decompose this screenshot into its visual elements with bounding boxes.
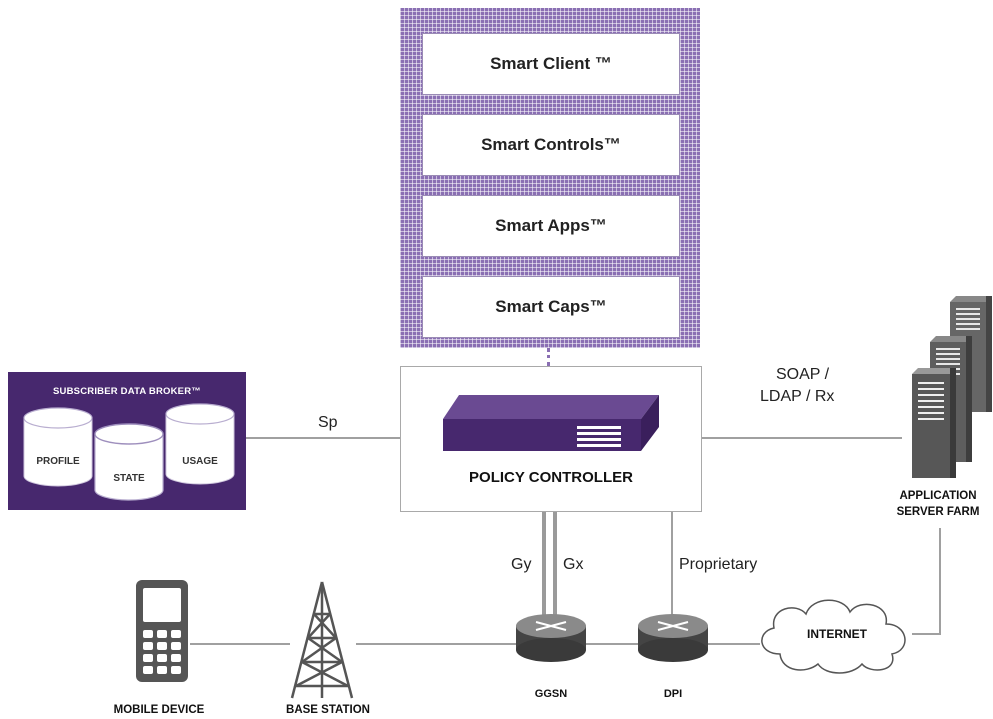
subscriber-data-broker: SUBSCRIBER DATA BROKER™ PROFILE STATE US… — [8, 372, 246, 510]
base-station-tower-icon — [290, 581, 354, 699]
internet-label: INTERNET — [807, 627, 867, 641]
gx-interface-label: Gx — [563, 556, 584, 573]
state-database-icon — [94, 423, 164, 501]
state-db-label: STATE — [113, 473, 145, 484]
database-icons — [23, 403, 235, 501]
usage-database-icon — [165, 403, 235, 485]
dpi-router-icon — [638, 614, 708, 662]
proprietary-link — [671, 512, 673, 622]
profile-database-icon — [23, 407, 93, 487]
policy-controller: POLICY CONTROLLER — [400, 366, 702, 512]
mobile-device-icon — [136, 580, 188, 682]
profile-db-label: PROFILE — [36, 456, 80, 467]
ggsn-dpi-link — [586, 643, 638, 645]
base-station-label: BASE STATION — [286, 704, 370, 716]
usage-db-label: USAGE — [182, 456, 218, 467]
policy-controller-appliance-icon — [443, 395, 659, 451]
gy-link — [542, 512, 546, 622]
sp-interface-label: Sp — [318, 414, 338, 431]
app-farm-label-line1: APPLICATION — [899, 490, 977, 502]
smart-apps-box: Smart Apps™ — [422, 195, 680, 257]
access-link-left — [190, 643, 290, 645]
access-link-right — [356, 643, 516, 645]
smart-controls-box: Smart Controls™ — [422, 114, 680, 176]
stack-controller-link — [547, 348, 553, 366]
ggsn-label: GGSN — [534, 688, 568, 700]
gy-interface-label: Gy — [511, 556, 532, 573]
smart-client-box: Smart Client ™ — [422, 33, 680, 95]
proprietary-interface-label: Proprietary — [679, 556, 758, 573]
sp-link — [246, 437, 400, 439]
gx-link — [553, 512, 557, 622]
server-rack-front — [912, 368, 956, 478]
dpi-label: DPI — [663, 688, 683, 700]
internet-cloud-icon — [761, 599, 906, 674]
internet-farm-link-v — [939, 528, 941, 635]
soap-label-line1: SOAP / — [776, 366, 830, 383]
mobile-device-label: MOBILE DEVICE — [113, 704, 205, 716]
application-server-farm-icon — [912, 296, 992, 478]
subscriber-broker-title: SUBSCRIBER DATA BROKER™ — [53, 386, 201, 397]
policy-controller-label: POLICY CONTROLLER — [469, 469, 633, 486]
dpi-internet-link — [708, 643, 760, 645]
soap-link — [702, 437, 902, 439]
soap-label-line2: LDAP / Rx — [760, 388, 835, 405]
ggsn-router-icon — [516, 614, 586, 662]
app-farm-label-line2: SERVER FARM — [896, 506, 980, 518]
smart-stack: Smart Client ™ Smart Controls™ Smart App… — [400, 8, 700, 348]
internet-farm-link-h — [912, 633, 940, 635]
smart-caps-box: Smart Caps™ — [422, 276, 680, 338]
